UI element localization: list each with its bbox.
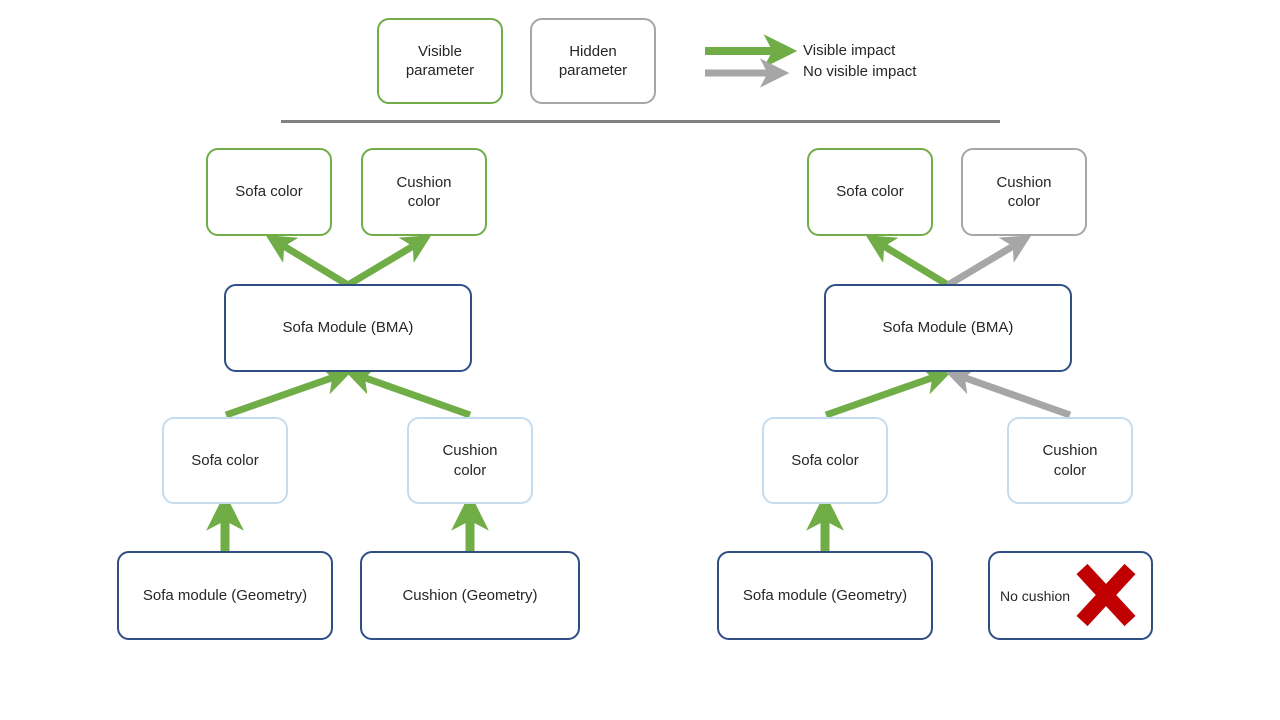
legend-no-visible-impact-label: No visible impact <box>803 63 917 80</box>
left-mid-node-sofa-color: Sofa color <box>162 417 288 504</box>
x-mark-icon <box>1076 563 1136 627</box>
edge-right-module-to-cushion-color <box>946 235 1032 289</box>
right-bottom-node-no-cushion-label: No cushion <box>1000 588 1071 604</box>
legend-divider <box>281 120 1000 123</box>
edge-left-mid-cushion-to-module <box>344 366 472 419</box>
edge-left-mid-sofa-to-module <box>224 366 353 419</box>
edge-left-module-to-sofa-color <box>265 235 350 288</box>
edge-left-module-to-cushion-color <box>346 235 432 289</box>
edge-right-mid-sofa-to-module <box>824 366 953 419</box>
edge-right-mid-cushion-to-module <box>944 366 1072 419</box>
legend-visible-impact-label: Visible impact <box>803 42 896 59</box>
edge-right-module-to-sofa-color <box>865 235 950 288</box>
